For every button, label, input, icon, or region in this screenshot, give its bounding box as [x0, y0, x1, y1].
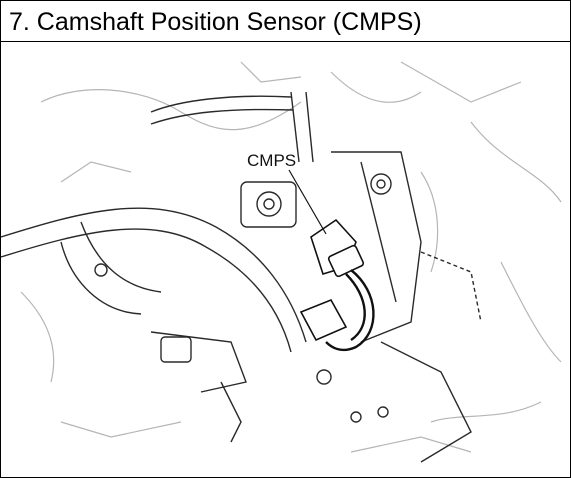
cmps-label: CMPS	[247, 151, 296, 170]
title-bar: 7. Camshaft Position Sensor (CMPS)	[1, 1, 570, 42]
cmps-leader-line	[288, 169, 327, 235]
engine-structure	[1, 91, 482, 463]
cmps-wire-harness	[325, 269, 375, 352]
engine-background-lines	[20, 61, 562, 453]
cmps-sensor	[299, 218, 365, 342]
page-title: 7. Camshaft Position Sensor (CMPS)	[9, 8, 422, 36]
engine-illustration: CMPS	[1, 42, 570, 477]
